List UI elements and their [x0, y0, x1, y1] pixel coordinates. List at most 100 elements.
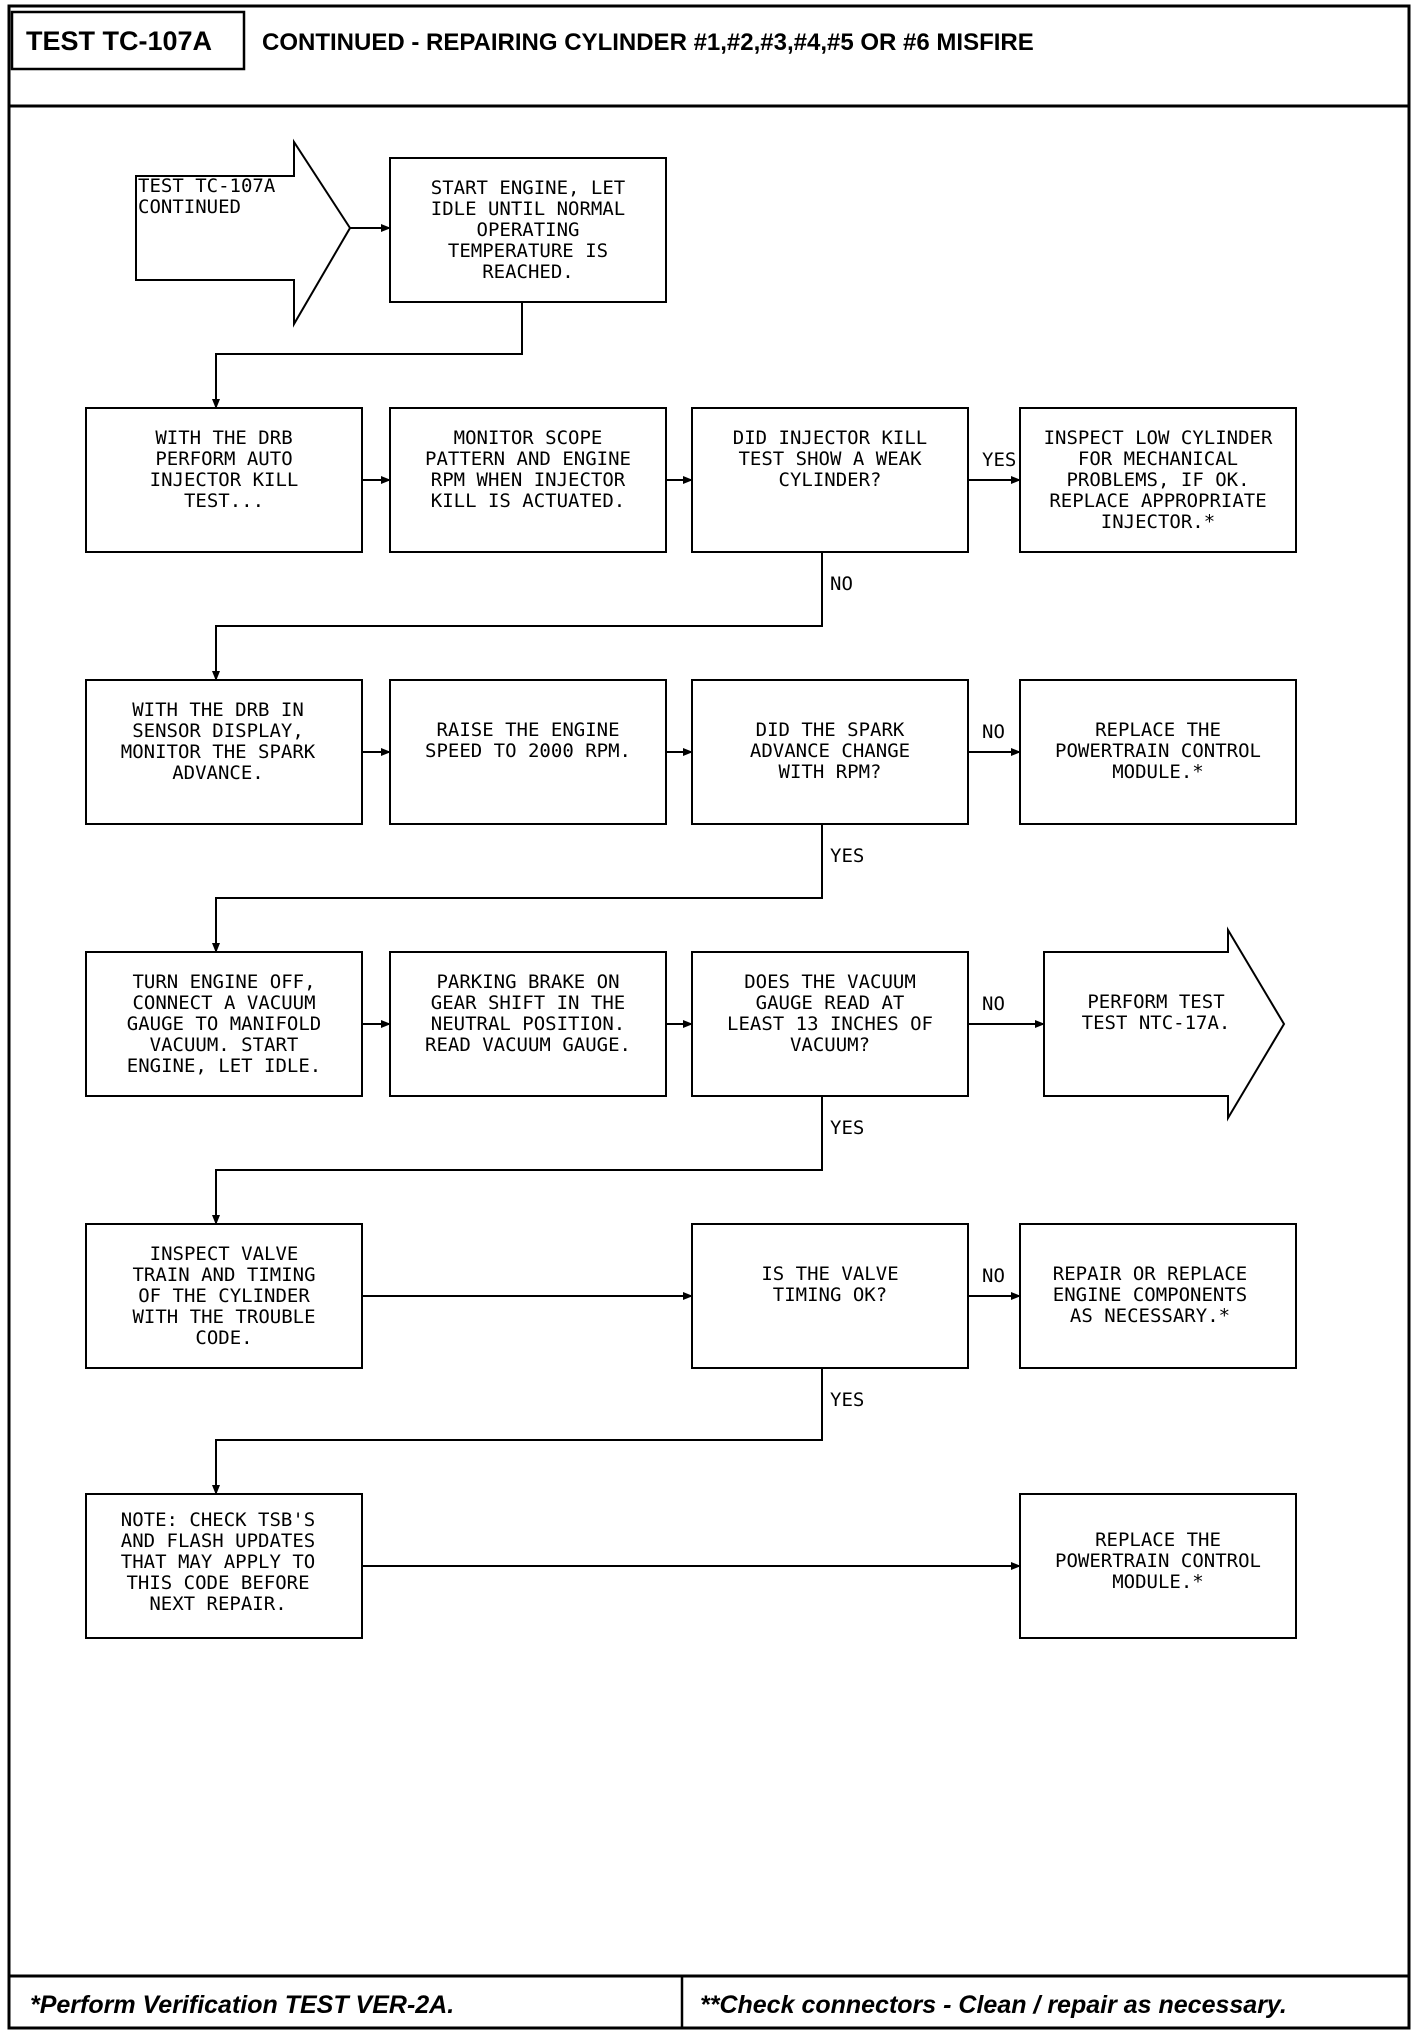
edge-n12-yes-to-n14 — [212, 1096, 823, 1225]
node-line-n2-2: INJECTOR KILL — [150, 469, 299, 491]
node-line-n6-0: WITH THE DRB IN — [132, 699, 304, 721]
node-line-n10-4: ENGINE, LET IDLE. — [127, 1055, 321, 1077]
node-line-n9-2: MODULE.* — [1112, 761, 1204, 783]
node-line-n13-1: TEST NTC-17A. — [1082, 1012, 1231, 1034]
node-line-n7-1: SPEED TO 2000 RPM. — [425, 740, 631, 762]
node-line-n9-0: REPLACE THE — [1095, 719, 1221, 741]
node-line-start-0: TEST TC-107A — [138, 175, 276, 197]
node-line-n4-2: CYLINDER? — [779, 469, 882, 491]
node-line-n5-0: INSPECT LOW CYLINDER — [1044, 427, 1273, 449]
node-line-n14-1: TRAIN AND TIMING — [132, 1264, 315, 1286]
page-border — [7, 4, 1411, 2030]
node-line-n11-0: PARKING BRAKE ON — [436, 971, 619, 993]
node-line-n9-1: POWERTRAIN CONTROL — [1055, 740, 1261, 762]
node-line-n16-0: REPAIR OR REPLACE — [1053, 1263, 1247, 1285]
node-line-n1-1: IDLE UNTIL NORMAL — [431, 198, 625, 220]
node-line-n1-0: START ENGINE, LET — [431, 177, 625, 199]
edge-label-no4: NO — [982, 1265, 1005, 1287]
footer-note-right: **Check connectors - Clean / repair as n… — [700, 1991, 1287, 2019]
node-line-n15-1: TIMING OK? — [773, 1284, 887, 1306]
node-line-n3-0: MONITOR SCOPE — [454, 427, 603, 449]
node-line-n5-3: REPLACE APPROPRIATE — [1049, 490, 1266, 512]
node-line-n14-4: CODE. — [195, 1327, 252, 1349]
node-line-n5-1: FOR MECHANICAL — [1078, 448, 1238, 470]
node-line-n12-0: DOES THE VACUUM — [744, 971, 916, 993]
start-arrow-shape — [135, 138, 352, 328]
node-line-n15-0: IS THE VALVE — [761, 1263, 898, 1285]
node-line-n10-2: GAUGE TO MANIFOLD — [127, 1013, 321, 1035]
node-line-n18-0: REPLACE THE — [1095, 1529, 1221, 1551]
node-line-n11-2: NEUTRAL POSITION. — [431, 1013, 625, 1035]
node-line-n18-1: POWERTRAIN CONTROL — [1055, 1550, 1261, 1572]
node-line-n8-0: DID THE SPARK — [756, 719, 905, 741]
test-id-label: TEST TC-107A — [26, 26, 212, 56]
node-line-n17-3: THIS CODE BEFORE — [126, 1572, 309, 1594]
footer-note-left: *Perform Verification TEST VER-2A. — [30, 1991, 454, 2019]
node-line-n18-2: MODULE.* — [1112, 1571, 1204, 1593]
edge-label-no1: NO — [830, 573, 853, 595]
node-line-n12-1: GAUGE READ AT — [756, 992, 905, 1014]
node-line-n2-1: PERFORM AUTO — [155, 448, 292, 470]
node-line-n17-4: NEXT REPAIR. — [149, 1593, 286, 1615]
node-line-n10-0: TURN ENGINE OFF, — [132, 971, 315, 993]
node-line-n12-2: LEAST 13 INCHES OF — [727, 1013, 933, 1035]
node-line-n4-0: DID INJECTOR KILL — [733, 427, 927, 449]
node-line-n1-4: REACHED. — [482, 261, 574, 283]
node-line-n6-2: MONITOR THE SPARK — [121, 741, 316, 763]
edge-n15-yes-to-n17 — [212, 1368, 823, 1495]
node-line-n3-3: KILL IS ACTUATED. — [431, 490, 625, 512]
node-line-n12-3: VACUUM? — [790, 1034, 870, 1056]
node-line-n7-0: RAISE THE ENGINE — [436, 719, 619, 741]
node-line-n17-2: THAT MAY APPLY TO — [121, 1551, 315, 1573]
edge-label-yes1: YES — [982, 449, 1016, 471]
node-line-n11-4: READ VACUUM GAUGE. — [425, 1034, 631, 1056]
edge-n1-to-n2 — [212, 302, 523, 409]
test-id-box — [10, 10, 246, 71]
node-line-n13-0: PERFORM TEST — [1087, 991, 1224, 1013]
edge-n4-no-to-n6 — [212, 552, 823, 681]
node-line-n5-2: PROBLEMS, IF OK. — [1066, 469, 1249, 491]
node-line-n3-2: RPM WHEN INJECTOR — [431, 469, 626, 491]
node-line-n14-0: INSPECT VALVE — [150, 1243, 299, 1265]
page-title: CONTINUED - REPAIRING CYLINDER #1,#2,#3,… — [262, 29, 1034, 56]
node-line-n10-3: VACUUM. START — [150, 1034, 299, 1056]
node-line-n8-2: WITH RPM? — [779, 761, 882, 783]
node-line-n14-2: OF THE CYLINDER — [138, 1285, 310, 1307]
node-line-start-1: CONTINUED — [138, 196, 241, 218]
edge-label-yes2: YES — [830, 845, 864, 867]
node-line-n5-4: INJECTOR.* — [1101, 511, 1215, 533]
edge-label-no2: NO — [982, 721, 1005, 743]
node-line-n8-1: ADVANCE CHANGE — [750, 740, 910, 762]
node-line-n2-3: TEST... — [184, 490, 264, 512]
edge-label-yes4: YES — [830, 1389, 864, 1411]
node-line-n6-3: ADVANCE. — [172, 762, 264, 784]
node-line-n17-1: AND FLASH UPDATES — [121, 1530, 315, 1552]
edge-n8-yes-to-n10 — [212, 824, 823, 953]
edge-label-no3: NO — [982, 993, 1005, 1015]
node-line-n6-1: SENSOR DISPLAY, — [132, 720, 304, 742]
node-line-n11-1: GEAR SHIFT IN THE — [431, 992, 625, 1014]
node-line-n3-1: PATTERN AND ENGINE — [425, 448, 631, 470]
node-line-n1-3: TEMPERATURE IS — [448, 240, 608, 262]
node-line-n1-2: OPERATING — [477, 219, 580, 241]
node-line-n14-3: WITH THE TROUBLE — [132, 1306, 315, 1328]
